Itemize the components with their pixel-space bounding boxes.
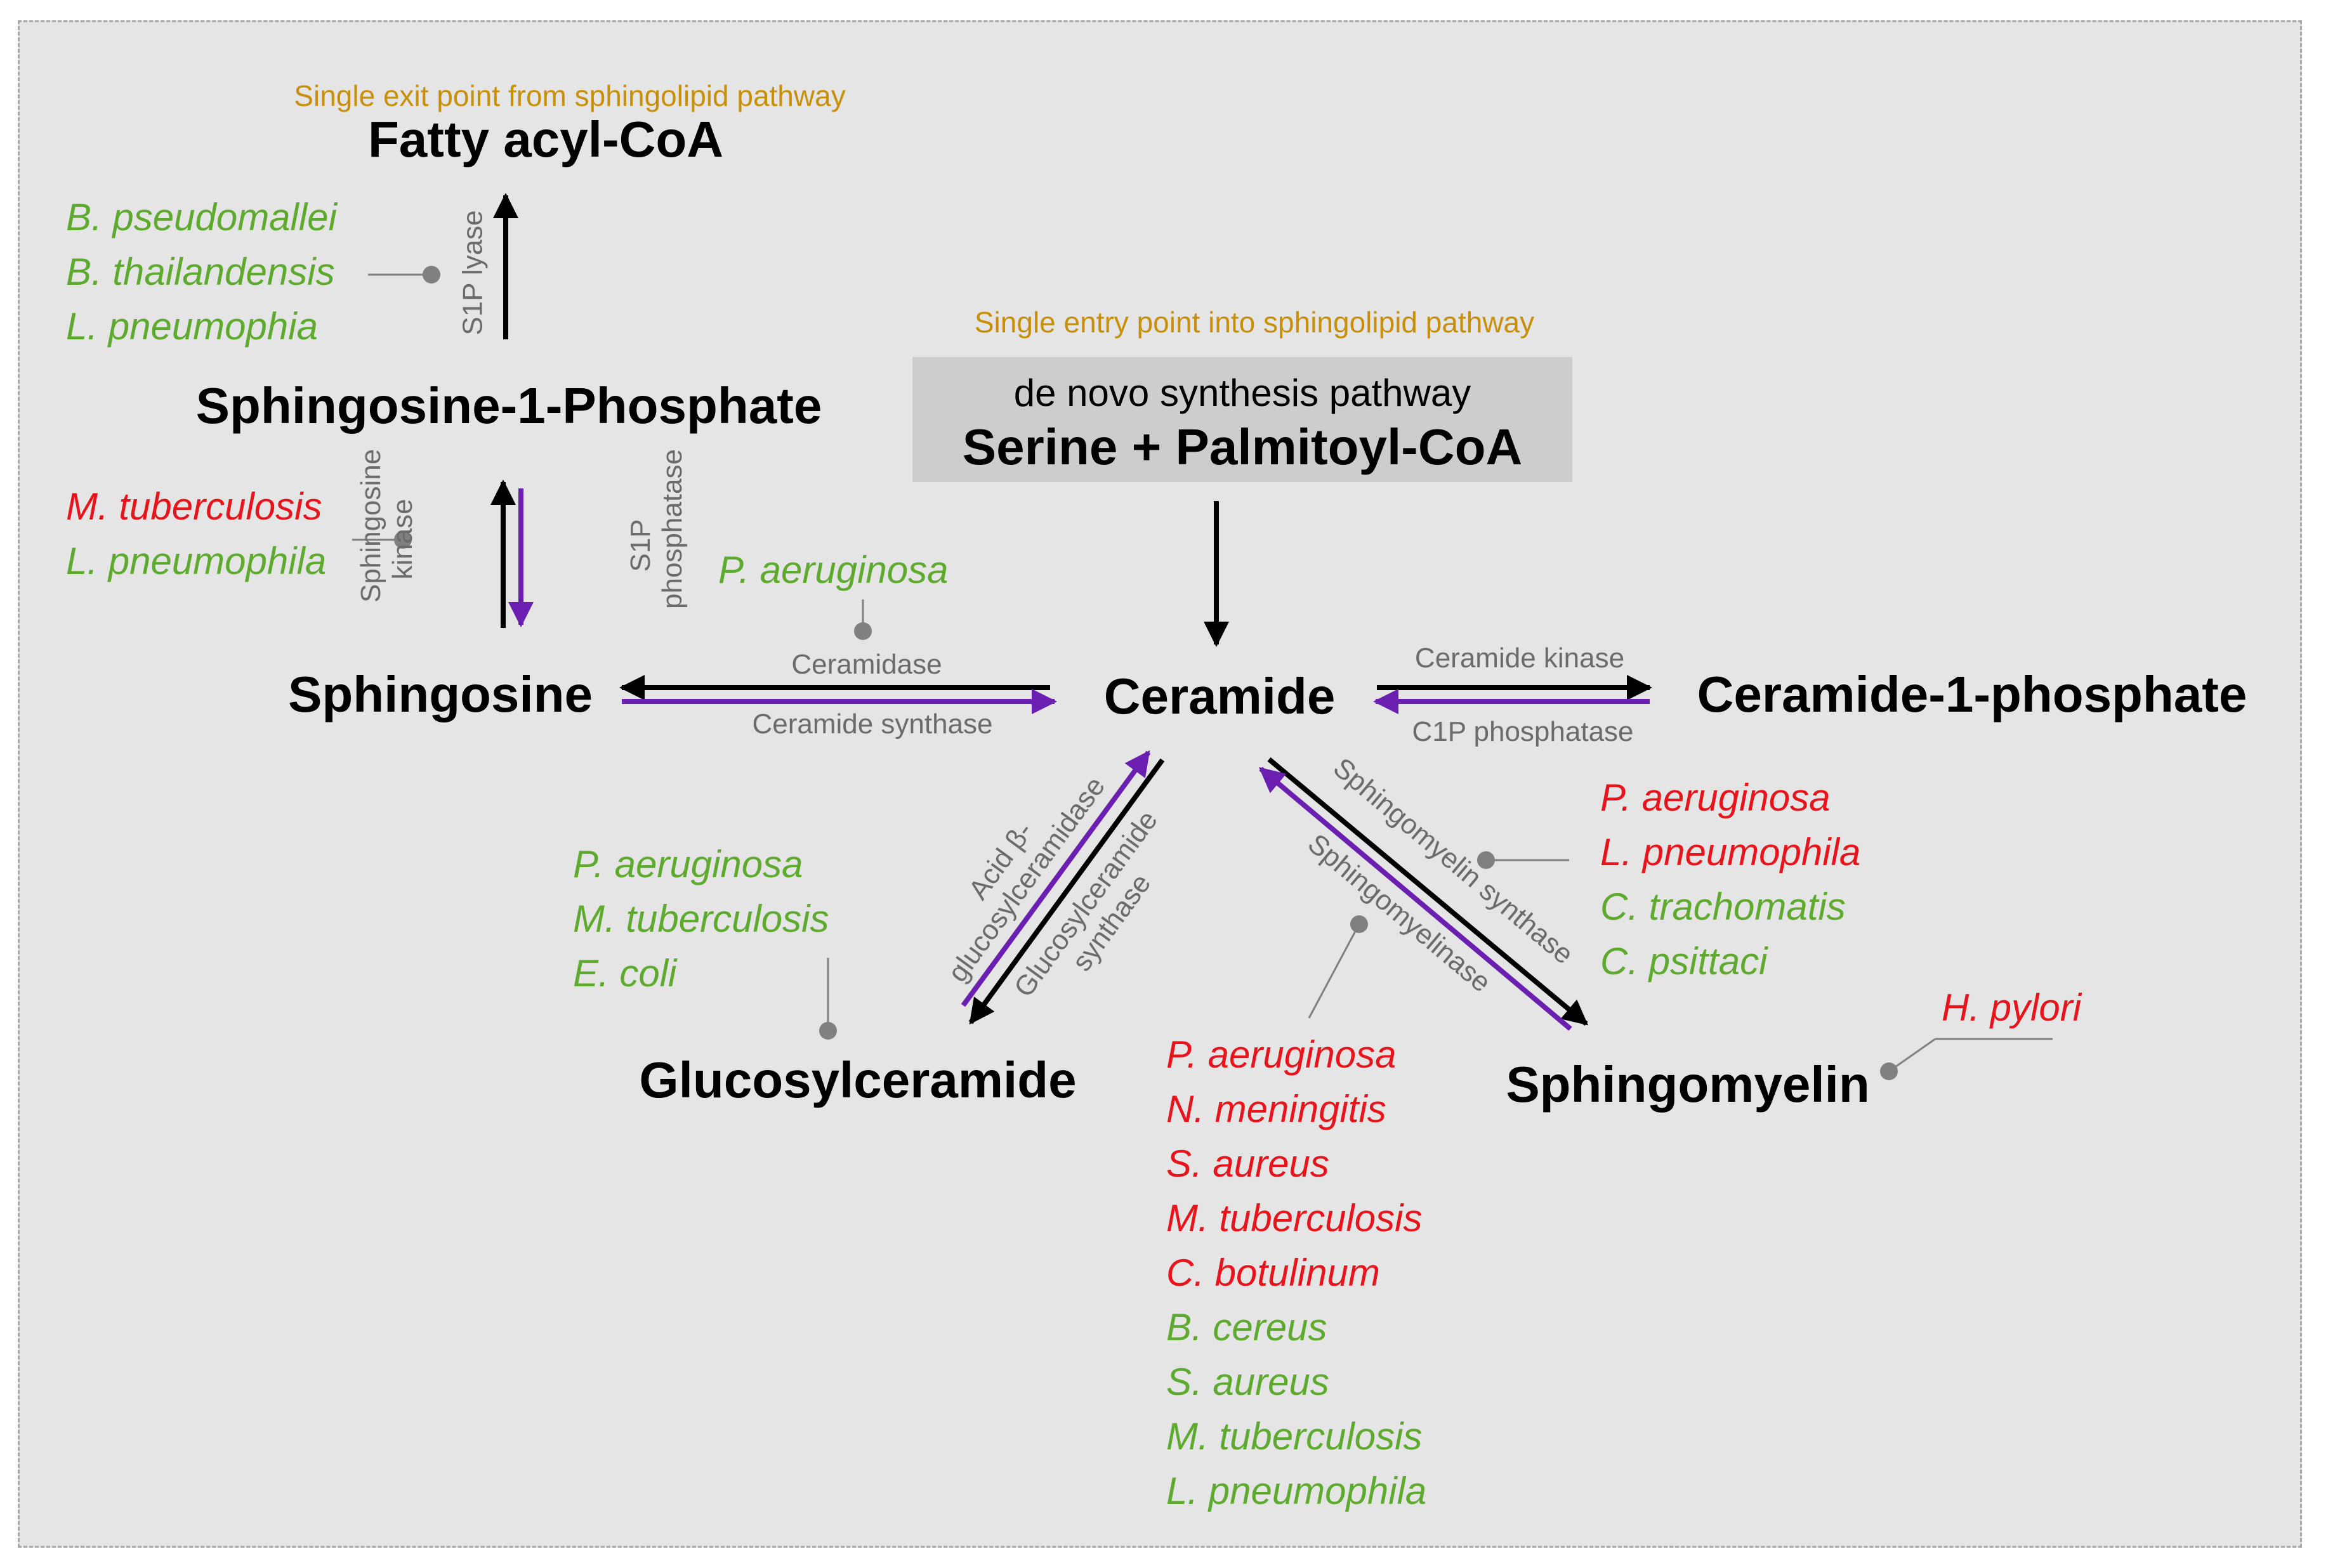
- connector-dot-s1p-lyase: [423, 266, 440, 284]
- species-name: M. tuberculosis: [1166, 1415, 1423, 1458]
- exit-note: Single exit point from sphingolipid path…: [294, 79, 846, 112]
- species-group-s1p-lyase: B. pseudomallei B. thailandensis L. pneumo…: [66, 190, 337, 354]
- species-name: N. meningitis: [1166, 1088, 1386, 1130]
- species-name: P. aeruginosa: [573, 843, 803, 885]
- enzyme-sphingosine-kinase: Sphingosine kinase: [355, 448, 418, 603]
- species-name: P. aeruginosa: [1600, 776, 1831, 819]
- species-name: B. cereus: [1166, 1306, 1327, 1349]
- node-glucosylceramide: Glucosylceramide: [639, 1052, 1077, 1108]
- enzyme-s1p-phosphatase-line1: S1P: [625, 519, 656, 572]
- species-name: C. trachomatis: [1600, 885, 1846, 928]
- species-group-sphingosine-kinase: M. tuberculosis L. pneumophila: [66, 480, 326, 589]
- species-name: S. aureus: [1166, 1361, 1329, 1403]
- connector-dot-sm-synthase: [1477, 851, 1495, 869]
- connector-dot-ceramidase: [854, 622, 872, 640]
- connector-dot-sph-kinase: [394, 531, 412, 549]
- node-fatty-acyl-coa: Fatty acyl-CoA: [367, 111, 724, 167]
- species-group-glucosylceramide: P. aeruginosa M. tuberculosis E. coli: [573, 837, 829, 1001]
- node-sphingomyelin: Sphingomyelin: [1506, 1056, 1870, 1113]
- connector-dot-sphingomyelinase: [1350, 915, 1368, 933]
- node-ceramide-1-phosphate: Ceramide-1-phosphate: [1697, 666, 2247, 722]
- species-name: C. psittaci: [1600, 940, 1768, 983]
- connector-sphingomyelin: [1888, 1038, 1936, 1073]
- species-name: S. aureus: [1166, 1142, 1329, 1185]
- species-name: M. tuberculosis: [573, 898, 829, 940]
- node-ceramide: Ceramide: [1103, 668, 1336, 724]
- species-name: L. pneumophila: [1166, 1470, 1427, 1512]
- species-name: L. pneumophila: [1600, 831, 1861, 873]
- species-name: B. pseudomallei: [66, 196, 337, 238]
- node-sphingosine: Sphingosine: [288, 666, 593, 722]
- entry-note: Single entry point into sphingolipid pat…: [974, 306, 1535, 339]
- species-name: L. pneumophila: [66, 540, 327, 582]
- species-name: L. pneumophia: [66, 305, 318, 348]
- enzyme-ceramidase: Ceramidase: [791, 649, 942, 680]
- enzyme-c1p-phosphatase: C1P phosphatase: [1412, 716, 1634, 747]
- species-group-sphingomyelin-synthase: P. aeruginosa L. pneumophila C. trachomati…: [1600, 771, 1860, 989]
- species-group-ceramidase: P. aeruginosa: [718, 543, 949, 598]
- de-novo-label: de novo synthesis pathway: [1013, 372, 1471, 414]
- species-name: P. aeruginosa: [1166, 1033, 1397, 1076]
- enzyme-sphingosine-kinase-line2: kinase: [387, 499, 418, 580]
- enzyme-s1p-lyase: S1P lyase: [457, 210, 489, 336]
- arrow-sphingomyelin-to-ceramide: [1258, 766, 1572, 1031]
- enzyme-ceramide-synthase: Ceramide synthase: [752, 709, 993, 740]
- enzyme-s1p-phosphatase-line2: phosphatase: [657, 449, 688, 609]
- species-name: M. tuberculosis: [1166, 1197, 1423, 1239]
- node-serine-palmitoyl-coa: Serine + Palmitoyl-CoA: [962, 419, 1523, 475]
- arrow-glucosylceramide-to-ceramide: [961, 750, 1151, 1007]
- species-name: M. tuberculosis: [66, 485, 322, 528]
- connector-dot-glucosylceramide: [819, 1022, 837, 1040]
- species-name: H. pylori: [1942, 986, 2082, 1029]
- arrow-ceramide-to-sphingomyelin: [1267, 757, 1589, 1026]
- connector-sphingomyelinase: [1308, 924, 1360, 1019]
- species-name: P. aeruginosa: [718, 549, 949, 591]
- enzyme-ceramide-kinase: Ceramide kinase: [1414, 643, 1625, 674]
- node-sphingosine-1-phosphate: Sphingosine-1-Phosphate: [195, 377, 822, 434]
- enzyme-s1p-phosphatase: S1P phosphatase: [625, 449, 688, 609]
- enzyme-sphingosine-kinase-line1: Sphingosine: [355, 448, 386, 603]
- arrow-ceramide-to-glucosylceramide: [968, 758, 1165, 1025]
- species-name: E. coli: [573, 952, 677, 995]
- species-group-sphingomyelin: H. pylori: [1942, 981, 2081, 1035]
- connector-dot-sphingomyelin: [1880, 1062, 1898, 1080]
- species-name: C. botulinum: [1166, 1251, 1380, 1294]
- species-group-sphingomyelinase: P. aeruginosa N. meningitis S. aureus M. tu…: [1166, 1028, 1426, 1519]
- de-novo-box: [912, 357, 1572, 482]
- species-name: B. thailandensis: [66, 251, 335, 293]
